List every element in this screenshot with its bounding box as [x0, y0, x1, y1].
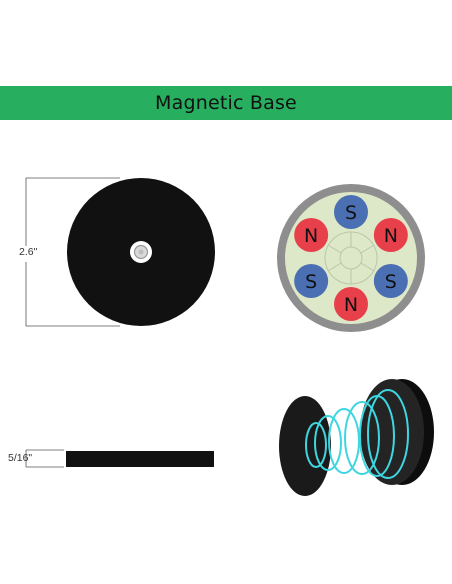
magnet-side-bar: [66, 451, 214, 467]
pole-label: S: [305, 271, 317, 293]
center-hole-core: [138, 249, 144, 255]
title-banner: Magnetic Base: [0, 86, 452, 120]
pole-label: S: [385, 271, 397, 293]
diameter-label: 2.6": [19, 246, 38, 258]
thickness-label: 5/16": [8, 452, 33, 464]
pole-label: S: [345, 202, 357, 224]
pole-north-circle: [373, 218, 408, 252]
pole-north-circle: [334, 287, 368, 321]
diameter-dimension-bracket: [25, 177, 120, 327]
banner-title: Magnetic Base: [155, 92, 297, 114]
pole-diagram-guides: [324, 231, 378, 285]
pole-label: N: [344, 294, 358, 316]
pole-south-circle: [373, 264, 408, 298]
pole-north-circle: [294, 218, 329, 252]
pole-south-circle: [294, 264, 329, 298]
field-lines: [305, 389, 409, 479]
pole-label: N: [304, 225, 318, 247]
pole-label: N: [384, 225, 398, 247]
thickness-dimension-bracket: [25, 449, 64, 468]
left-magnet-disc: [279, 396, 331, 496]
pole-south-circle: [334, 195, 368, 229]
